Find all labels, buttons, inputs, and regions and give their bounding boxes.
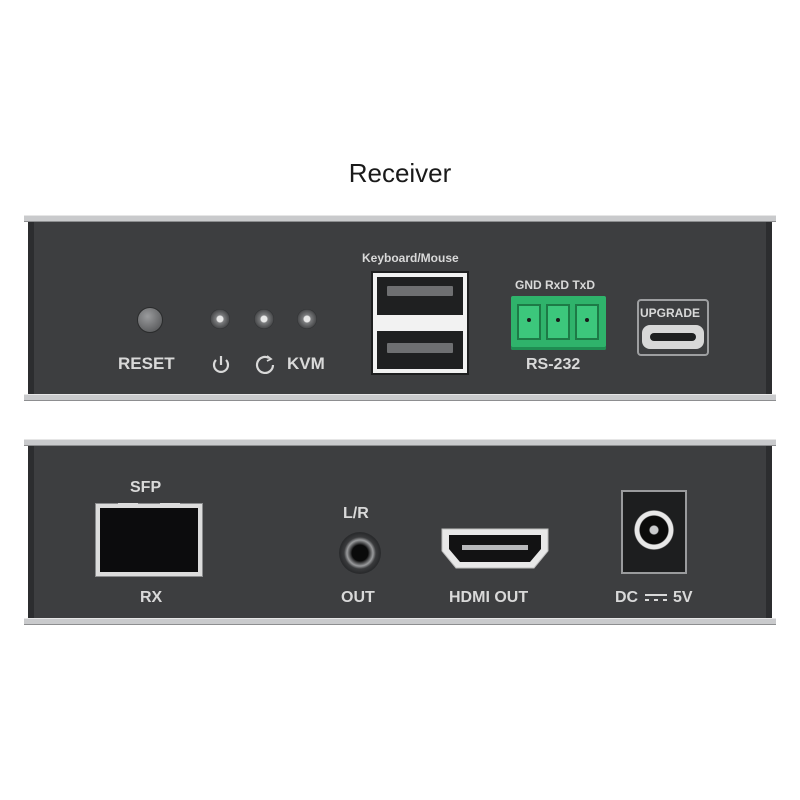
sfp-port[interactable] <box>95 503 203 577</box>
usb-slot-bottom <box>377 331 463 369</box>
reset-button[interactable] <box>137 307 163 333</box>
usb-slot-top <box>377 277 463 315</box>
hdmi-out-label: HDMI OUT <box>449 589 529 606</box>
keyboard-mouse-label: Keyboard/Mouse <box>362 251 459 265</box>
bottom-rail <box>24 394 776 401</box>
power-led <box>210 309 230 329</box>
reset-label: RESET <box>118 354 175 373</box>
hdmi-out-port[interactable] <box>440 527 550 570</box>
sfp-label: SFP <box>130 479 162 496</box>
audio-out-jack[interactable] <box>339 532 381 574</box>
top-rail <box>24 439 776 446</box>
rs232-terminal-block[interactable] <box>511 296 606 350</box>
right-edge <box>766 222 772 394</box>
dc-power-jack[interactable] <box>621 490 687 574</box>
upgrade-label: UPGRADE <box>640 306 701 320</box>
dc-voltage: 5V <box>673 589 693 606</box>
left-edge <box>28 222 34 394</box>
sfp-cage <box>100 508 198 572</box>
rx-label: RX <box>140 589 163 606</box>
kvm-label: KVM <box>287 354 325 373</box>
bottom-rail <box>24 618 776 625</box>
dc-text: DC <box>615 589 639 606</box>
txd-pin <box>575 304 599 340</box>
rxd-pin <box>546 304 570 340</box>
micro-usb-upgrade-port[interactable] <box>642 325 704 349</box>
lr-label: L/R <box>343 505 369 522</box>
usb-keyboard-mouse-port[interactable] <box>371 271 469 375</box>
out-label: OUT <box>341 589 375 606</box>
dc-label: DC 5V <box>615 589 693 607</box>
power-icon <box>212 356 230 373</box>
rs232-pins-label: GND RxD TxD <box>515 278 596 292</box>
link-icon <box>255 355 275 374</box>
kvm-led <box>297 309 317 329</box>
top-rail <box>24 215 776 222</box>
right-edge <box>766 446 772 618</box>
rs232-label: RS-232 <box>526 356 581 373</box>
upgrade-port-frame <box>637 299 709 356</box>
link-led <box>254 309 274 329</box>
left-edge <box>28 446 34 618</box>
page-title: Receiver <box>348 158 452 188</box>
gnd-pin <box>517 304 541 340</box>
dc-symbol-icon <box>644 593 667 601</box>
